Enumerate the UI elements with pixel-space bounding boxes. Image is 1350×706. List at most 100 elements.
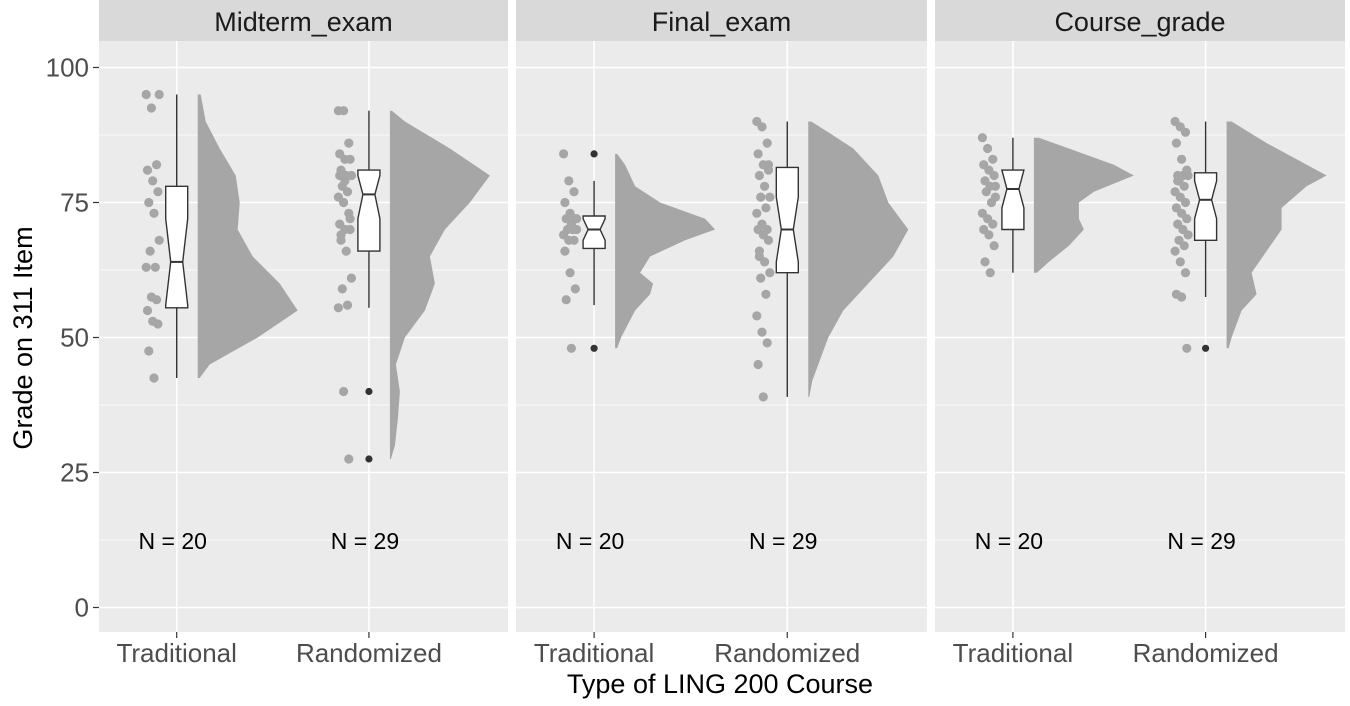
data-point [761, 203, 771, 213]
data-point [148, 176, 158, 186]
sample-size-label: N = 29 [749, 528, 817, 554]
data-point [1180, 197, 1191, 208]
outlier-point [365, 455, 373, 463]
data-point [752, 208, 762, 218]
density-area [389, 110, 490, 459]
data-point [342, 187, 353, 197]
x-axis-title: Type of LING 200 Course [567, 669, 873, 699]
sample-size-label: N = 20 [975, 528, 1043, 554]
y-tick-label: 50 [60, 323, 89, 353]
group-randomized: N = 29 Randomized [296, 106, 490, 668]
data-point [144, 197, 154, 208]
data-point [346, 170, 356, 181]
data-point [753, 359, 763, 370]
data-point [1183, 230, 1193, 240]
data-point [345, 214, 355, 224]
sample-size-label: N = 29 [1167, 528, 1235, 554]
data-point [340, 176, 350, 186]
data-point [756, 273, 766, 283]
sample-size-label: N = 20 [556, 528, 624, 554]
data-point [983, 143, 993, 154]
data-point [1180, 268, 1191, 278]
data-point [142, 305, 153, 316]
data-point [333, 303, 343, 313]
data-point [989, 241, 999, 251]
data-point [572, 214, 582, 224]
data-point [1180, 127, 1191, 137]
data-point [765, 192, 775, 202]
data-point [758, 392, 768, 402]
data-point [564, 176, 574, 186]
facet-strip [516, 0, 927, 41]
data-point [154, 89, 164, 100]
data-point [342, 300, 353, 310]
data-point [142, 165, 153, 175]
data-point [561, 295, 571, 305]
data-point [985, 268, 995, 278]
data-point [569, 187, 579, 197]
data-point [1170, 246, 1180, 256]
data-point [141, 89, 151, 100]
data-point [763, 160, 774, 170]
data-point [341, 246, 351, 256]
group-randomized: N = 29 Randomized [1133, 116, 1327, 668]
data-point [981, 187, 991, 197]
facet-strip-label: Final_exam [652, 7, 792, 37]
data-point [757, 122, 767, 132]
data-point [560, 246, 570, 256]
data-point [144, 346, 154, 356]
data-point [345, 224, 355, 235]
outlier-point [590, 344, 598, 352]
sample-size-label: N = 20 [139, 528, 207, 554]
data-point [1183, 170, 1193, 181]
notched-box [357, 169, 381, 252]
data-point [559, 149, 569, 159]
facet-strip [99, 0, 508, 41]
data-point [339, 197, 349, 208]
facet-strip [935, 0, 1345, 41]
data-point [988, 219, 998, 229]
data-point [337, 284, 347, 294]
x-tick-label: Traditional [953, 638, 1073, 668]
x-tick-label: Traditional [534, 638, 654, 668]
data-point [989, 170, 999, 181]
notched-box [775, 166, 799, 274]
notched-box [1193, 172, 1218, 242]
outlier-point [1202, 344, 1210, 352]
data-point [1177, 292, 1187, 302]
notched-box [1000, 169, 1025, 231]
data-point [560, 197, 570, 208]
notched-box [582, 215, 606, 250]
data-point [762, 138, 772, 148]
data-point [988, 154, 998, 164]
outlier-point [590, 150, 598, 158]
x-tick-label: Randomized [296, 638, 442, 668]
data-point [149, 208, 159, 218]
data-point [990, 192, 1001, 202]
notched-box [164, 185, 189, 309]
data-point [570, 284, 580, 294]
data-point [336, 230, 346, 240]
data-point [1182, 214, 1192, 224]
data-point [346, 273, 356, 283]
data-point [152, 295, 162, 305]
data-point [762, 338, 772, 348]
data-point [1177, 154, 1187, 164]
y-tick-label: 75 [60, 188, 89, 218]
data-point [1171, 138, 1181, 148]
data-point [756, 192, 766, 202]
panel-background [935, 41, 1345, 632]
sample-size-label: N = 29 [331, 528, 399, 554]
data-point [753, 149, 763, 159]
data-point [569, 235, 579, 245]
data-point [1175, 257, 1185, 267]
x-tick-label: Randomized [1133, 638, 1279, 668]
outlier-point [365, 387, 373, 396]
density-area [197, 94, 298, 378]
data-point [765, 268, 775, 278]
data-point [568, 224, 578, 235]
